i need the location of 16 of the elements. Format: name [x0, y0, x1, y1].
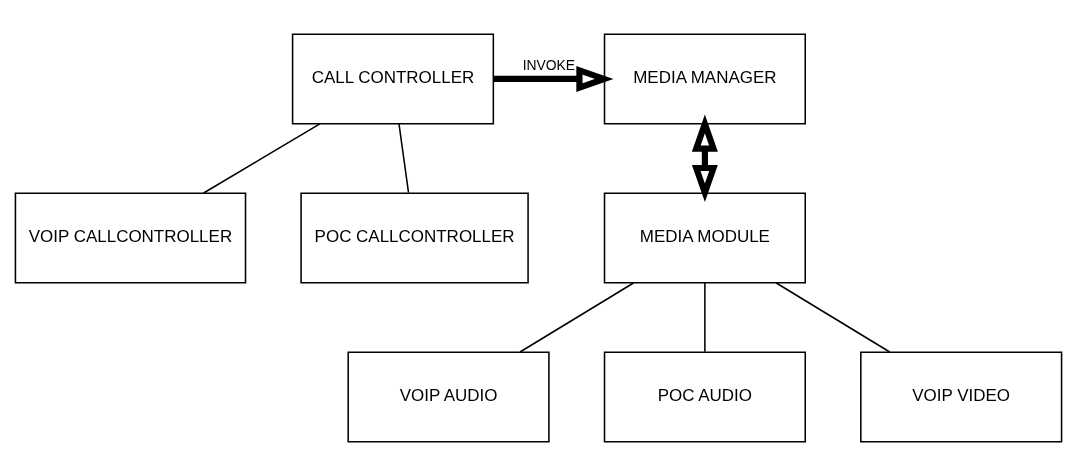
- arrow: [691, 114, 718, 202]
- connector: [775, 281, 891, 353]
- node-box: VOIP AUDIO: [347, 351, 550, 443]
- edge-label: INVOKE: [522, 56, 576, 73]
- node-box: CALL CONTROLLER: [291, 32, 495, 124]
- node-box: VOIP VIDEO: [860, 351, 1063, 443]
- arrow: [493, 65, 614, 92]
- connector: [398, 122, 410, 193]
- node-box: MEDIA MANAGER: [603, 32, 806, 124]
- node-box: POC AUDIO: [603, 351, 806, 443]
- node-box: MEDIA MODULE: [603, 191, 806, 284]
- connector: [704, 281, 706, 353]
- node-box: POC CALLCONTROLLER: [300, 191, 529, 284]
- node-box: VOIP CALLCONTROLLER: [14, 191, 247, 284]
- connector: [202, 122, 321, 194]
- connector: [519, 281, 635, 353]
